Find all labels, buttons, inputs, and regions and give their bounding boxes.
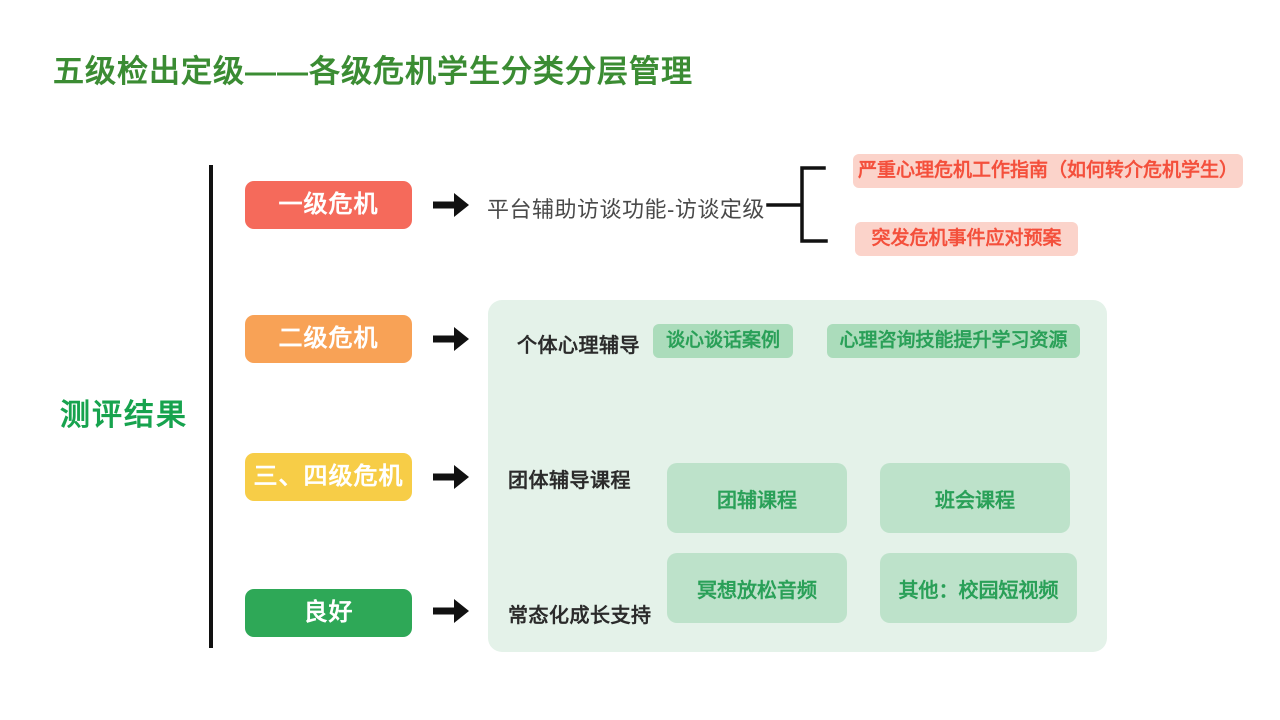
page-title: 五级检出定级——各级危机学生分类分层管理 xyxy=(53,54,693,89)
level-box-crisis-2: 二级危机 xyxy=(245,315,412,363)
severe-crisis-guide-box: 严重心理危机工作指南（如何转介危机学生） xyxy=(853,154,1243,188)
talk-case-chip: 谈心谈话案例 xyxy=(653,324,793,358)
arrow-right-icon xyxy=(433,465,469,489)
level-box-crisis-3-4: 三、四级危机 xyxy=(245,453,412,501)
axis-divider-line xyxy=(209,165,213,648)
normalized-growth-support-label: 常态化成长支持 xyxy=(508,605,652,627)
meditation-audio-box: 冥想放松音频 xyxy=(667,553,847,623)
arrow-right-icon xyxy=(433,599,469,623)
group-course-box: 团辅课程 xyxy=(667,463,847,533)
right-bracket-connector-icon xyxy=(766,166,828,243)
arrow-right-icon xyxy=(433,193,469,217)
arrow-right-icon xyxy=(433,327,469,351)
level-box-good: 良好 xyxy=(245,589,412,637)
group-counseling-label: 团体辅导课程 xyxy=(508,470,631,492)
class-meeting-course-box: 班会课程 xyxy=(880,463,1070,533)
assessment-result-label: 测评结果 xyxy=(60,399,188,432)
emergency-plan-box: 突发危机事件应对预案 xyxy=(855,222,1078,256)
campus-short-video-box: 其他：校园短视频 xyxy=(880,553,1077,623)
interview-function-label: 平台辅助访谈功能-访谈定级 xyxy=(487,197,765,222)
counseling-skill-resource-chip: 心理咨询技能提升学习资源 xyxy=(827,324,1080,358)
individual-counseling-label: 个体心理辅导 xyxy=(517,335,640,357)
level-box-crisis-1: 一级危机 xyxy=(245,181,412,229)
